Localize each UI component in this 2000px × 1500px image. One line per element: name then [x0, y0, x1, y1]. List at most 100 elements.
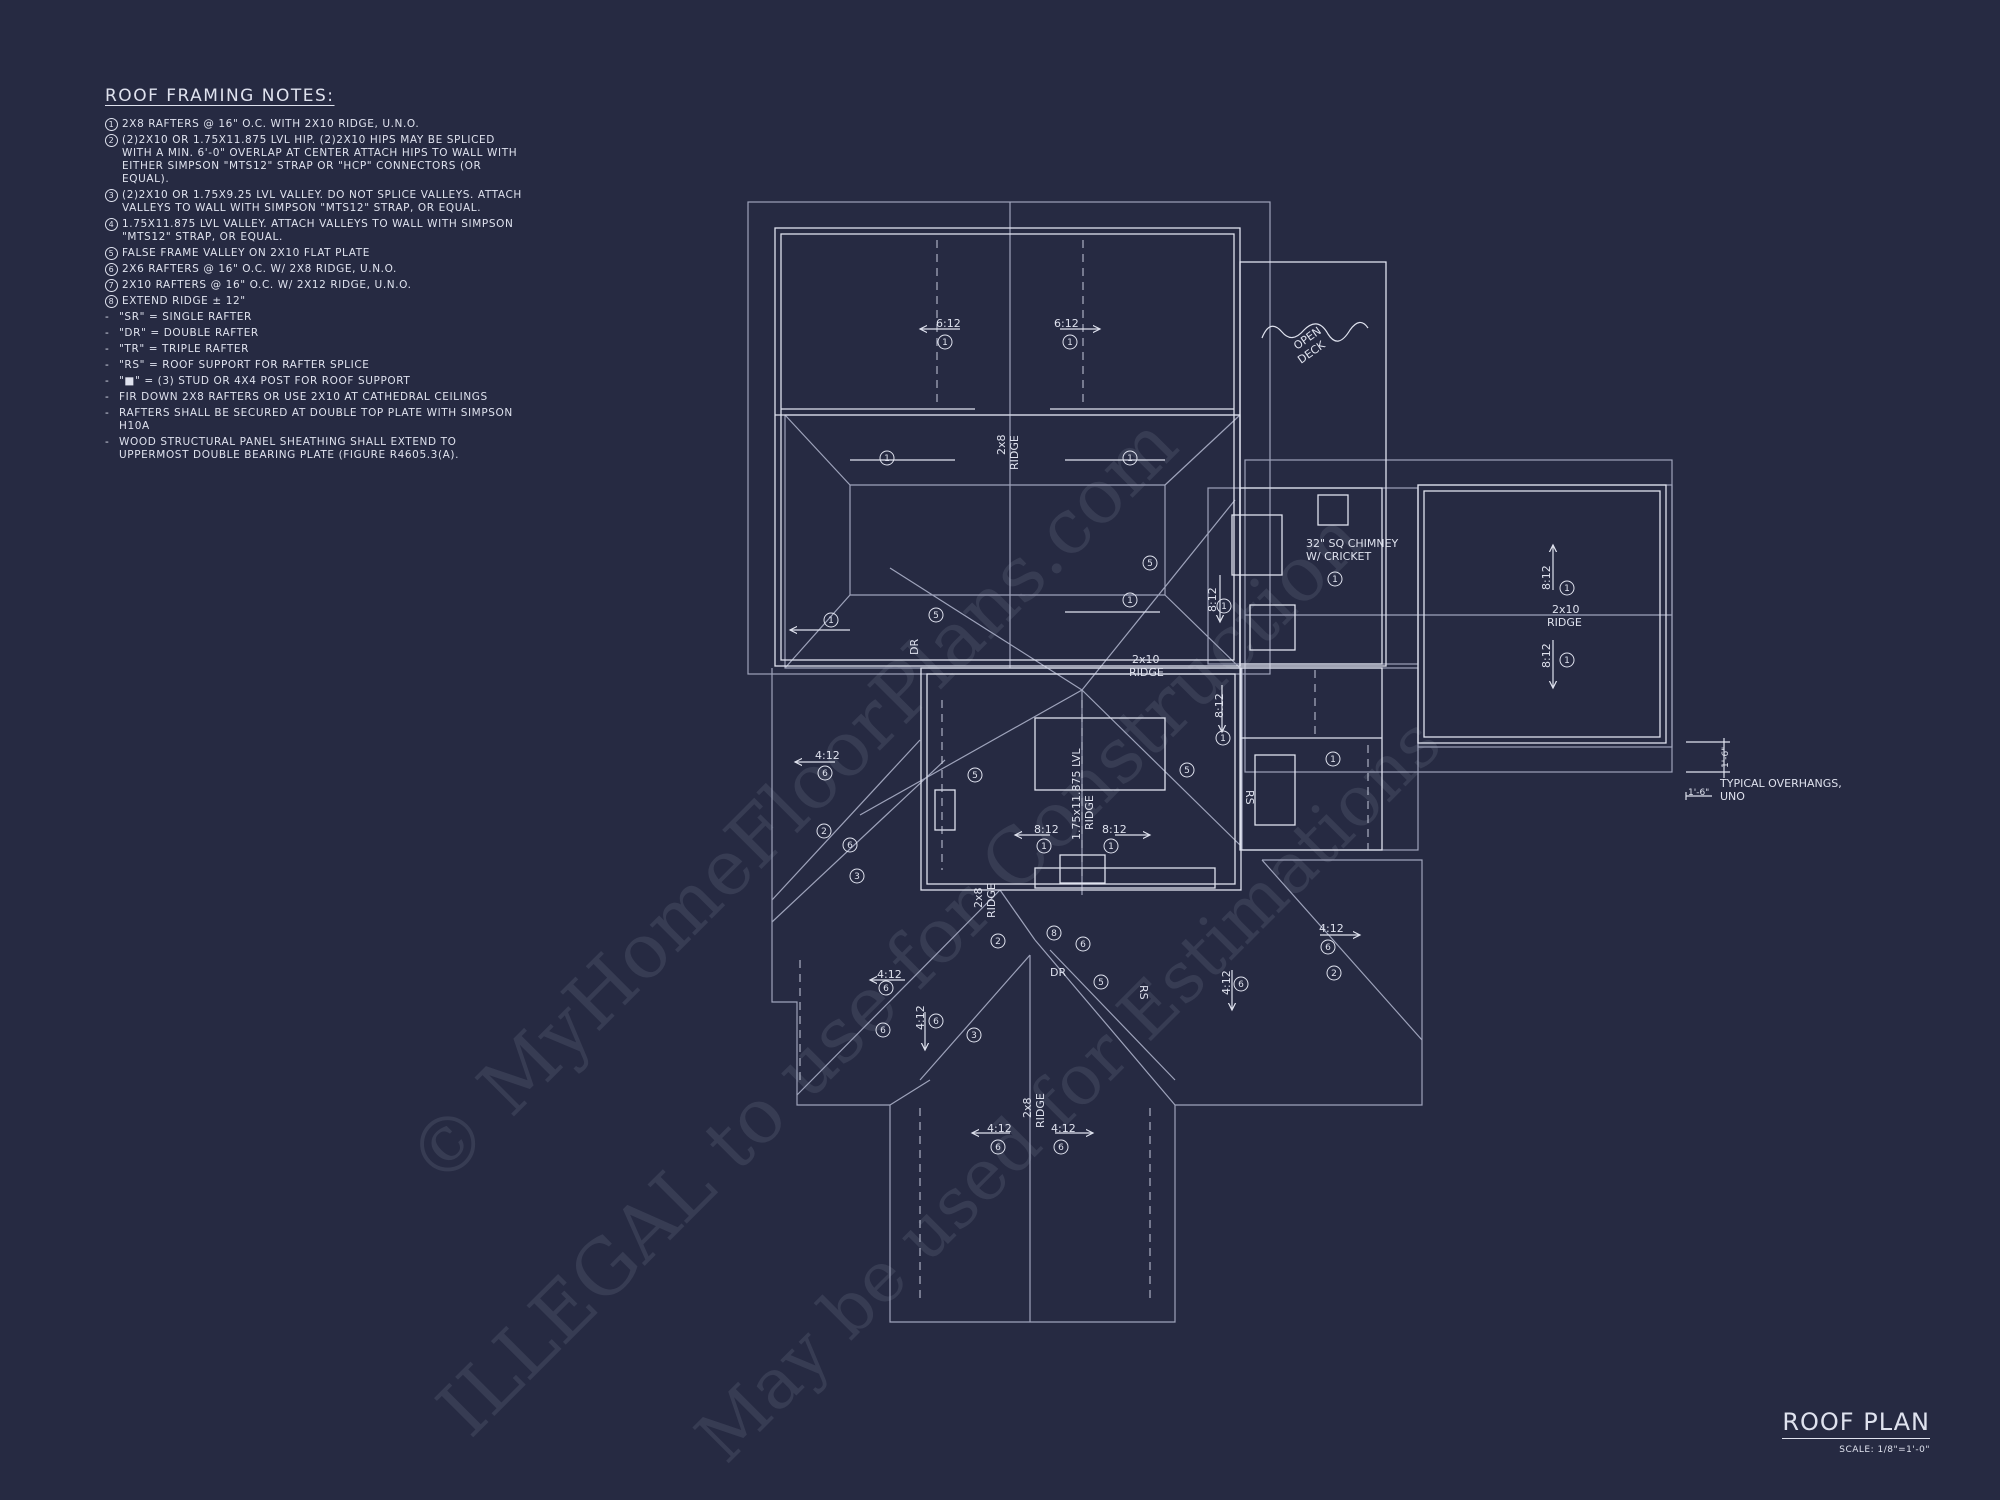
- pitch-label: 6:12: [936, 317, 961, 330]
- note-6: 62x6 RAFTERS @ 16" O.C. W/ 2x8 RIDGE, U.…: [105, 263, 525, 276]
- note-1: 12x8 RAFTERS @ 16" O.C. WITH 2x10 RIDGE,…: [105, 118, 525, 131]
- svg-text:1: 1: [1564, 584, 1570, 594]
- svg-text:1: 1: [1220, 734, 1226, 744]
- svg-text:2: 2: [821, 827, 827, 837]
- ridge-size-label: 2x8: [972, 887, 985, 908]
- callout-6: 6: [875, 1022, 891, 1038]
- pitch-label: 4:12: [815, 749, 840, 762]
- roof-outline: [747, 201, 1673, 1323]
- ridge-word-label: RIDGE: [1083, 795, 1096, 830]
- pitch-label: 8:12: [1540, 565, 1553, 590]
- pitch-arrows: [790, 329, 1553, 1133]
- callout-1: 1: [1216, 598, 1232, 614]
- callout-5: 5: [928, 607, 944, 623]
- svg-text:1: 1: [1108, 842, 1114, 852]
- bullet-rafters-secured: -RAFTERS SHALL BE SECURED AT DOUBLE TOP …: [105, 407, 513, 432]
- bullet-rs: -"RS" = ROOF SUPPORT FOR RAFTER SPLICE: [105, 359, 370, 371]
- ridge-word-label: RIDGE: [985, 883, 998, 918]
- pitch-label: 4:12: [1220, 970, 1233, 995]
- svg-text:1: 1: [1067, 338, 1073, 348]
- pitch-label: 8:12: [1206, 587, 1219, 612]
- bullet-dr: -"DR" = DOUBLE RAFTER: [105, 327, 259, 339]
- overhang-note: TYPICAL OVERHANGS,: [1719, 777, 1842, 790]
- overhang-dimension: 1'-6": [1688, 788, 1709, 798]
- callout-1: 1: [937, 334, 953, 350]
- callout-1: 1: [879, 450, 895, 466]
- ridge-size-label: 2x10: [1132, 653, 1160, 666]
- ridge-size-label: 2x8: [995, 434, 1008, 455]
- ridge-lvl-label: 1.75x11.875 LVL: [1070, 748, 1083, 840]
- callout-1: 1: [1325, 751, 1341, 767]
- dr-label: DR: [908, 639, 921, 655]
- svg-text:5: 5: [933, 611, 939, 621]
- callout-3: 3: [966, 1027, 982, 1043]
- svg-text:5: 5: [972, 771, 978, 781]
- pitch-label: 6:12: [1054, 317, 1079, 330]
- bullet-fir-down: -FIR DOWN 2x8 RAFTERS OR USE 2x10 AT CAT…: [105, 391, 488, 403]
- rs-label: RS: [1137, 985, 1150, 1000]
- callout-6: 6: [817, 765, 833, 781]
- callout-1: 1: [1103, 838, 1119, 854]
- callout-6: 6: [1075, 936, 1091, 952]
- bullet-sr: -"SR" = SINGLE RAFTER: [105, 311, 252, 323]
- notes-title: ROOF FRAMING NOTES:: [105, 86, 335, 106]
- callout-5: 5: [1142, 555, 1158, 571]
- pitch-label: 4:12: [987, 1122, 1012, 1135]
- bullet-sheathing: -WOOD STRUCTURAL PANEL SHEATHING SHALL E…: [105, 436, 460, 461]
- svg-text:1: 1: [1330, 755, 1336, 765]
- svg-text:1: 1: [1127, 454, 1133, 464]
- overhang-dimension: 1'-6": [1721, 747, 1731, 768]
- svg-text:6: 6: [1238, 980, 1244, 990]
- ridge-word-label: RIDGE: [1034, 1093, 1047, 1128]
- svg-text:1: 1: [942, 338, 948, 348]
- svg-text:5: 5: [1184, 766, 1190, 776]
- callout-1: 1: [823, 612, 839, 628]
- svg-text:8: 8: [1051, 929, 1057, 939]
- svg-text:6: 6: [1325, 943, 1331, 953]
- callout-2: 2: [816, 823, 832, 839]
- svg-text:6: 6: [822, 769, 828, 779]
- note-3: 3(2)2x10 OR 1.75x9.25 LVL VALLEY. DO NOT…: [105, 189, 525, 215]
- callout-3: 3: [849, 868, 865, 884]
- callout-6: 6: [990, 1139, 1006, 1155]
- ridge-word-label: RIDGE: [1008, 435, 1021, 470]
- svg-text:1: 1: [1127, 596, 1133, 606]
- svg-text:1: 1: [828, 616, 834, 626]
- callout-1: 1: [1122, 592, 1138, 608]
- svg-text:3: 3: [854, 872, 860, 882]
- title-block: ROOF PLAN SCALE: 1/8"=1'-0": [1782, 1408, 1930, 1455]
- bullet-post: -"■" = (3) STUD OR 4x4 POST FOR ROOF SUP…: [105, 375, 411, 387]
- svg-text:6: 6: [880, 1026, 886, 1036]
- ridge-word-label: RIDGE: [1129, 666, 1164, 679]
- note-4: 41.75x11.875 LVL VALLEY. ATTACH VALLEYS …: [105, 218, 525, 244]
- bullet-tr: -"TR" = TRIPLE RAFTER: [105, 343, 250, 355]
- callout-1: 1: [1559, 580, 1575, 596]
- callout-6: 6: [1053, 1139, 1069, 1155]
- plan-labels: 6:12 6:12 8:12 8:12 4:12 4:12 4:12 4:12 …: [815, 317, 1842, 1135]
- pitch-label: 8:12: [1102, 823, 1127, 836]
- callout-8: 8: [1046, 925, 1062, 941]
- callout-6: 6: [928, 1013, 944, 1029]
- pitch-label: 4:12: [914, 1005, 927, 1030]
- svg-text:6: 6: [1058, 1143, 1064, 1153]
- pitch-label: 8:12: [1213, 693, 1226, 718]
- svg-text:1: 1: [1332, 575, 1338, 585]
- pitch-label: 8:12: [1540, 643, 1553, 668]
- overhang-note: UNO: [1720, 790, 1745, 803]
- ridge-size-label: 2x8: [1021, 1097, 1034, 1118]
- roof-framing-notes: ROOF FRAMING NOTES: 12x8 RAFTERS @ 16" O…: [105, 86, 525, 465]
- callout-5: 5: [1093, 974, 1109, 990]
- svg-text:1: 1: [884, 454, 890, 464]
- svg-text:6: 6: [995, 1143, 1001, 1153]
- callout-5: 5: [1179, 762, 1195, 778]
- callout-2: 2: [990, 933, 1006, 949]
- svg-text:2: 2: [1331, 969, 1337, 979]
- callout-1: 1: [1215, 730, 1231, 746]
- callout-6: 6: [878, 980, 894, 996]
- callout-1: 1: [1036, 838, 1052, 854]
- callout-1: 1: [1062, 334, 1078, 350]
- note-7: 72x10 RAFTERS @ 16" O.C. W/ 2x12 RIDGE, …: [105, 279, 525, 292]
